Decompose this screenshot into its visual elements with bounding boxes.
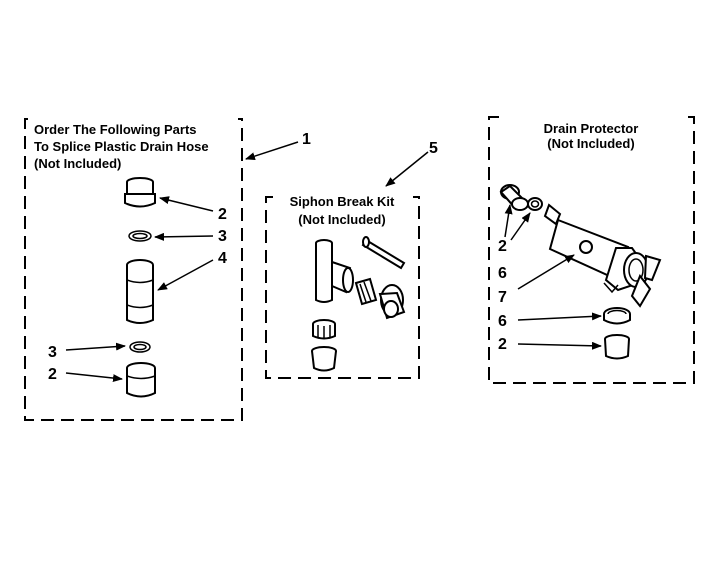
drain-protector-group: Drain Protector (Not Included): [488, 116, 695, 384]
protector-cup-bottom: [604, 334, 630, 360]
protector-callout-6-bottom-leader: [517, 312, 602, 321]
splice-group-border: [24, 118, 243, 421]
protector-callout-2-bottom-leader: [517, 341, 602, 350]
drain-protector-body: [543, 203, 662, 308]
siphon-title-line-2: (Not Included): [298, 212, 385, 227]
siphon-group-border: [265, 196, 420, 379]
splice-callout-4: 4: [218, 250, 227, 267]
protector-group-border: [488, 116, 695, 384]
protector-ring-top: [527, 197, 543, 211]
callout-1: 1: [302, 131, 311, 148]
protector-connector-top: [499, 184, 529, 211]
protector-title-line-1: Drain Protector: [544, 121, 639, 136]
splice-callout-2-bottom: 2: [48, 366, 57, 383]
callout-1-leader: [245, 141, 299, 161]
splice-callout-4-leader: [157, 259, 214, 291]
splice-callout-2-bottom-leader: [65, 372, 123, 383]
protector-callout-6-bottom: 6: [498, 313, 507, 330]
siphon-break-group: Siphon Break Kit (Not Included) 5: [265, 140, 438, 379]
coupling-tube-part: [126, 259, 154, 324]
siphon-cup-part: [311, 346, 337, 372]
protector-callout-2-bottom: 2: [498, 336, 507, 353]
tee-nut-part: [312, 319, 336, 340]
elbow-fitting-part: [378, 284, 406, 320]
vent-rod-part: [361, 236, 406, 270]
callout-5: 5: [429, 140, 438, 157]
protector-callout-6-top-leader: [510, 212, 531, 241]
splice-callout-3-bottom-leader: [65, 342, 126, 351]
siphon-title-line-1: Siphon Break Kit: [290, 194, 395, 209]
splice-callout-3-top: 3: [218, 228, 227, 245]
protector-callout-7: 7: [498, 289, 507, 306]
clamp-ring-top: [128, 230, 152, 242]
splice-callout-3-bottom: 3: [48, 344, 57, 361]
splice-parts-group: Order The Following Parts To Splice Plas…: [24, 118, 311, 421]
splice-callout-2-top-leader: [159, 196, 214, 212]
connector-part-top: [124, 177, 156, 208]
protector-callout-7-leader: [517, 254, 575, 290]
hex-nut-part: [354, 277, 378, 306]
splice-title-line-3: (Not Included): [34, 156, 121, 171]
connector-part-bottom: [126, 362, 156, 398]
splice-title-line-1: Order The Following Parts: [34, 122, 197, 137]
protector-callout-6-top: 6: [498, 265, 507, 282]
protector-title-line-2: (Not Included): [547, 136, 634, 151]
clamp-ring-bottom: [129, 341, 151, 353]
tee-fitting-part: [315, 239, 354, 303]
protector-callout-2-top-leader: [504, 204, 513, 238]
protector-ring-bottom: [603, 307, 631, 325]
splice-callout-2-top: 2: [218, 206, 227, 223]
splice-title-line-2: To Splice Plastic Drain Hose: [34, 139, 209, 154]
callout-5-leader: [385, 151, 429, 187]
protector-callout-2-top: 2: [498, 238, 507, 255]
splice-callout-3-top-leader: [154, 232, 214, 241]
